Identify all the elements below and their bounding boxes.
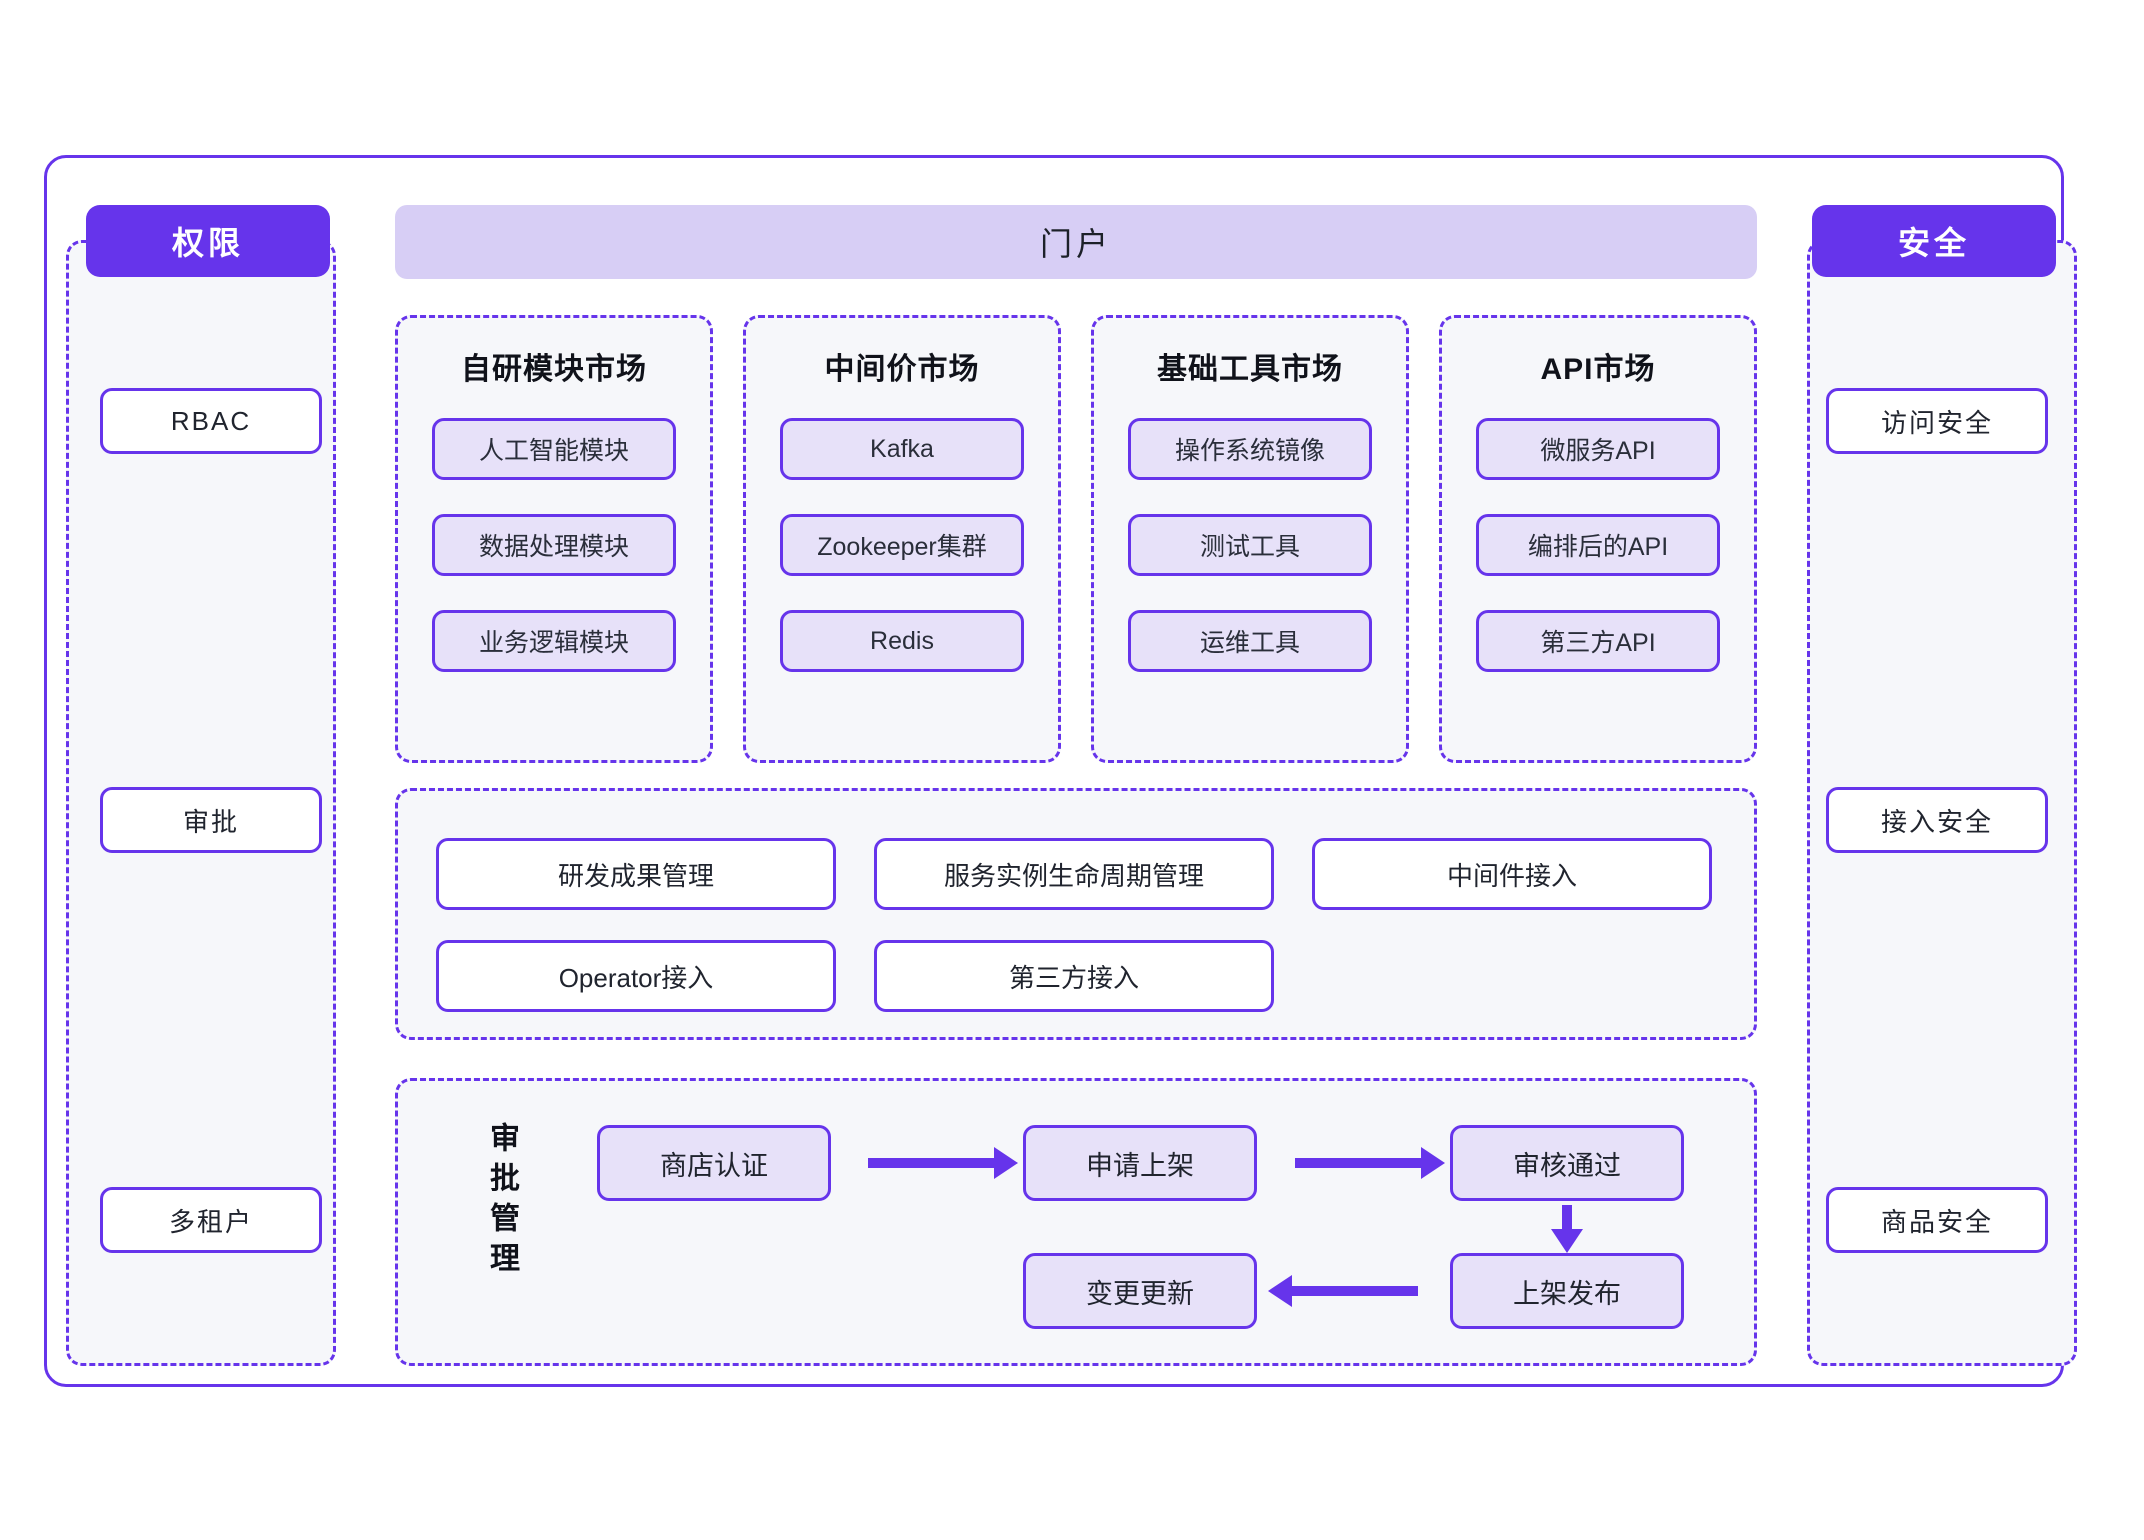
permission-column-header: 权限 — [86, 205, 330, 277]
capability-box-thirdparty-access[interactable]: 第三方接入 — [874, 940, 1274, 1012]
market-item[interactable]: 运维工具 — [1128, 610, 1372, 672]
market-item[interactable]: 编排后的API — [1476, 514, 1720, 576]
market-column-self-developed: 自研模块市场 人工智能模块 数据处理模块 业务逻辑模块 — [395, 315, 713, 763]
market-column-base-tools: 基础工具市场 操作系统镜像 测试工具 运维工具 — [1091, 315, 1409, 763]
market-item[interactable]: 第三方API — [1476, 610, 1720, 672]
capability-box-rnd-results[interactable]: 研发成果管理 — [436, 838, 836, 910]
security-item-product[interactable]: 商品安全 — [1826, 1187, 2048, 1253]
market-title: 基础工具市场 — [1157, 353, 1343, 386]
security-column-header: 安全 — [1812, 205, 2056, 277]
market-item[interactable]: Kafka — [780, 418, 1024, 480]
flow-arrow-review-to-publish — [1551, 1205, 1583, 1253]
market-item[interactable]: 业务逻辑模块 — [432, 610, 676, 672]
market-title: 自研模块市场 — [461, 353, 647, 386]
permission-item-approval[interactable]: 审批 — [100, 787, 322, 853]
portal-banner: 门户 — [395, 205, 1757, 279]
market-item[interactable]: 微服务API — [1476, 418, 1720, 480]
capability-box-middleware-access[interactable]: 中间件接入 — [1312, 838, 1712, 910]
market-column-middleware: 中间价市场 Kafka Zookeeper集群 Redis — [743, 315, 1061, 763]
market-title: 中间价市场 — [824, 353, 980, 386]
market-column-api: API市场 微服务API 编排后的API 第三方API — [1439, 315, 1757, 763]
flow-arrow-cert-to-apply — [868, 1147, 1018, 1179]
security-item-access[interactable]: 访问安全 — [1826, 388, 2048, 454]
flow-step-review-passed[interactable]: 审核通过 — [1450, 1125, 1684, 1201]
permission-item-multitenant[interactable]: 多租户 — [100, 1187, 322, 1253]
market-item[interactable]: 人工智能模块 — [432, 418, 676, 480]
market-title: API市场 — [1540, 353, 1656, 386]
capability-box-service-lifecycle[interactable]: 服务实例生命周期管理 — [874, 838, 1274, 910]
flow-arrow-apply-to-review — [1295, 1147, 1445, 1179]
approval-flow-label: 审批管理 — [485, 1122, 518, 1282]
flow-step-store-certification[interactable]: 商店认证 — [597, 1125, 831, 1201]
flow-arrow-publish-to-change — [1268, 1275, 1418, 1307]
security-item-connection[interactable]: 接入安全 — [1826, 787, 2048, 853]
flow-step-change-update[interactable]: 变更更新 — [1023, 1253, 1257, 1329]
flow-step-publish[interactable]: 上架发布 — [1450, 1253, 1684, 1329]
market-item[interactable]: 测试工具 — [1128, 514, 1372, 576]
flow-step-apply-listing[interactable]: 申请上架 — [1023, 1125, 1257, 1201]
market-item[interactable]: Zookeeper集群 — [780, 514, 1024, 576]
permission-item-rbac[interactable]: RBAC — [100, 388, 322, 454]
market-item[interactable]: 数据处理模块 — [432, 514, 676, 576]
market-item[interactable]: 操作系统镜像 — [1128, 418, 1372, 480]
capability-box-operator-access[interactable]: Operator接入 — [436, 940, 836, 1012]
market-item[interactable]: Redis — [780, 610, 1024, 672]
